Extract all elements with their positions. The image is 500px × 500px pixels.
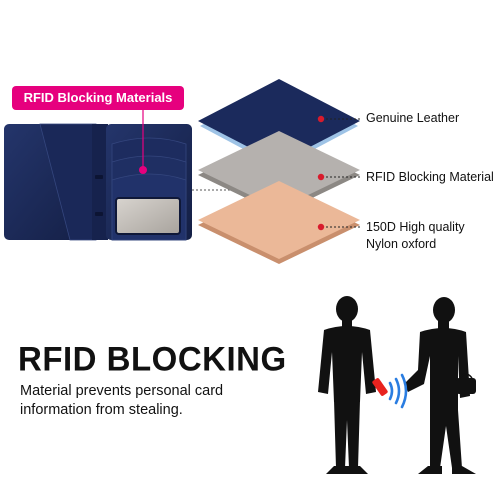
- layer-leather: [198, 79, 360, 168]
- id-window: [115, 197, 181, 235]
- passport-wallet: [4, 123, 192, 241]
- subtext: Material prevents personal card informat…: [20, 383, 224, 418]
- label-rfid-material: RFID Blocking Material: [366, 170, 494, 184]
- wallet-spine: [92, 124, 108, 240]
- layer-nylon: [198, 181, 360, 264]
- signal-waves-icon: [388, 373, 408, 409]
- marker-rfid: [317, 173, 325, 181]
- label-genuine-leather: Genuine Leather: [366, 111, 460, 125]
- marker-nylon: [317, 223, 325, 231]
- marker-leather: [317, 115, 325, 123]
- card-icon: [372, 378, 388, 396]
- callout-dot: [139, 166, 147, 174]
- label-nylon-oxford: 150D High quality Nylon oxford: [366, 220, 465, 251]
- thief-silhouette: [404, 297, 476, 474]
- victim-silhouette: [318, 296, 376, 474]
- headline: RFID BLOCKING: [18, 339, 287, 378]
- rfid-callout-badge: RFID Blocking Materials: [12, 86, 184, 110]
- layer-rfid: [198, 131, 360, 214]
